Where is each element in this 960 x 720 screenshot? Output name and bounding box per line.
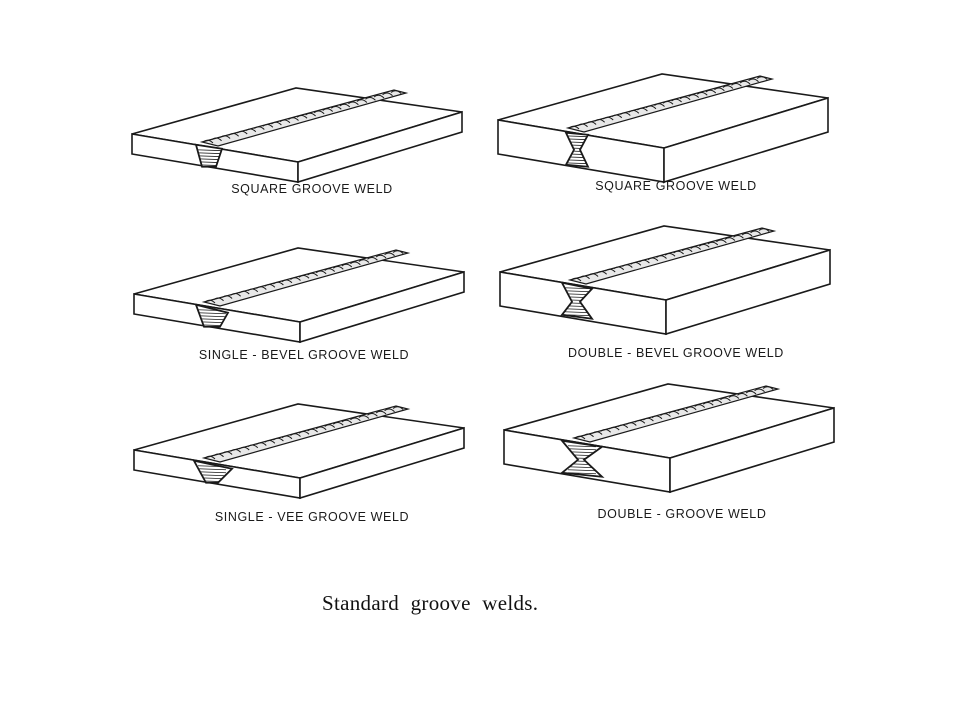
weld-panel-double-groove: [500, 383, 880, 534]
weld-plate: [503, 383, 835, 494]
weld-cross-section: [194, 143, 224, 168]
weld-label-double-bevel: DOUBLE - BEVEL GROOVE WELD: [568, 346, 784, 360]
weld-drawing-square-single: [131, 87, 463, 184]
weld-cross-section: [194, 303, 230, 328]
weld-drawing-single-bevel: [133, 247, 465, 344]
weld-plate: [131, 87, 463, 184]
weld-drawing-double-groove: [503, 383, 835, 494]
weld-plate: [133, 247, 465, 344]
weld-label-single-vee: SINGLE - VEE GROOVE WELD: [214, 510, 410, 524]
plate-side-face: [665, 248, 831, 336]
plate-side-face: [299, 270, 465, 344]
plate-side-face: [299, 426, 465, 500]
plate-side-face: [669, 406, 835, 494]
weld-panel-double-bevel: [496, 225, 876, 376]
plate-side-face: [663, 96, 829, 184]
weld-panel-single-vee: [130, 403, 510, 554]
weld-bead: [571, 385, 781, 443]
weld-cross-section: [559, 439, 605, 478]
weld-bead: [567, 227, 777, 285]
weld-plate: [499, 225, 831, 336]
weld-panel-square-double: [494, 73, 874, 224]
weld-label-square-double: SQUARE GROOVE WELD: [595, 179, 757, 193]
weld-bead: [199, 89, 409, 147]
weld-panel-square-single: [128, 87, 508, 238]
weld-bead: [201, 405, 411, 463]
weld-bead: [201, 249, 411, 307]
weld-plate: [133, 403, 465, 500]
weld-drawing-square-double: [497, 73, 829, 184]
weld-drawing-single-vee: [133, 403, 465, 500]
weld-label-single-bevel: SINGLE - BEVEL GROOVE WELD: [198, 348, 410, 362]
weld-label-double-groove: DOUBLE - GROOVE WELD: [597, 507, 767, 521]
weld-label-square-single: SQUARE GROOVE WELD: [231, 182, 393, 196]
weld-bead: [565, 75, 775, 133]
weld-panel-single-bevel: [130, 247, 510, 398]
figure-caption: Standard groove welds.: [322, 591, 539, 615]
plate-side-face: [297, 110, 463, 184]
weld-drawing-double-bevel: [499, 225, 831, 336]
weld-plate: [497, 73, 829, 184]
